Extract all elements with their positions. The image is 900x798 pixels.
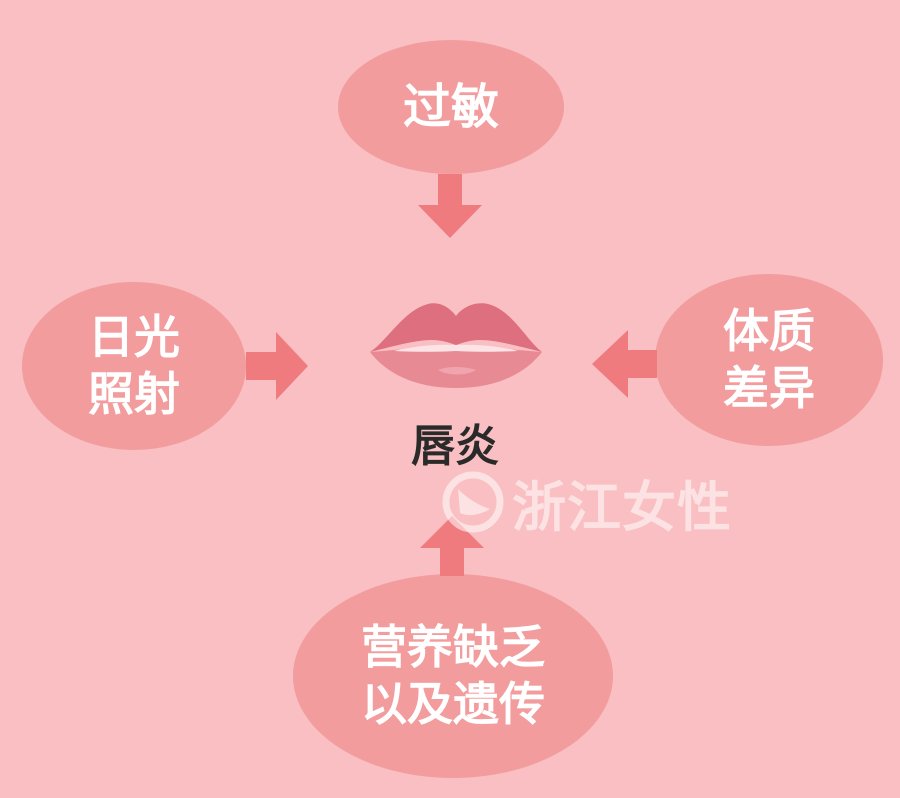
cause-label: 差异 [723,361,815,415]
cause-label: 营养缺乏 [361,619,545,674]
arrow-left-icon [592,330,657,398]
cause-label: 以及遗传 [361,677,545,731]
cause-label: 日光 [88,309,180,364]
lips-icon [370,303,542,388]
cause-bubble-constitution: 体质 差异 [655,274,883,446]
cause-bubble-sunlight: 日光 照射 [22,282,246,450]
arrow-right-icon [246,332,308,400]
center-label: 唇炎 [411,421,499,472]
arrow-up-icon [420,516,484,576]
zhejiang-women-logo-icon [442,471,504,533]
cause-label: 体质 [723,303,815,358]
cause-label: 照射 [88,367,180,421]
cause-label: 过敏 [402,79,499,135]
cause-bubble-allergy: 过敏 [338,40,564,174]
watermark-text: 浙江女性 [512,474,732,539]
watermark: 浙江女性 [440,462,820,542]
arrow-down-icon [418,174,482,238]
cause-bubble-nutrition-genetics: 营养缺乏 以及遗传 [293,574,613,778]
